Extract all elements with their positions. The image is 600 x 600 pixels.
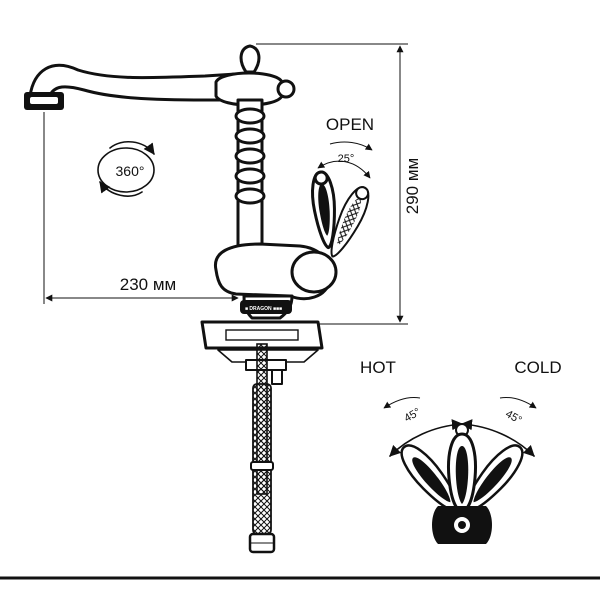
lever-open — [330, 186, 370, 258]
hot-angle-label: 45° — [402, 406, 422, 425]
height-dimension: 290 мм — [256, 43, 422, 325]
brand-mark: ■ DRAGON ■■■ — [245, 306, 282, 312]
width-label: 230 мм — [120, 275, 176, 294]
cold-angle-label: 45° — [503, 408, 523, 427]
open-label: OPEN — [326, 115, 374, 134]
width-dimension: 230 мм — [43, 112, 239, 304]
base-flange — [240, 300, 292, 314]
braided-hose — [252, 383, 272, 535]
hot-label: HOT — [360, 358, 396, 377]
open-angle-label: 25° — [338, 153, 355, 165]
faucet-body: ■ DRAGON ■■■ — [24, 44, 338, 554]
rotation-indicator: 360° — [97, 141, 155, 197]
center-lever — [447, 423, 477, 514]
handle-cap — [290, 250, 338, 294]
open-indicator: OPEN 25° — [317, 115, 374, 179]
cold-label: COLD — [514, 358, 561, 377]
rotation-label: 360° — [116, 163, 145, 179]
height-label: 290 мм — [403, 158, 422, 214]
finial — [239, 44, 261, 74]
crown-knob — [276, 79, 296, 99]
temperature-inset: HOT COLD 45° 45° — [360, 358, 562, 544]
column-beads — [234, 107, 266, 205]
